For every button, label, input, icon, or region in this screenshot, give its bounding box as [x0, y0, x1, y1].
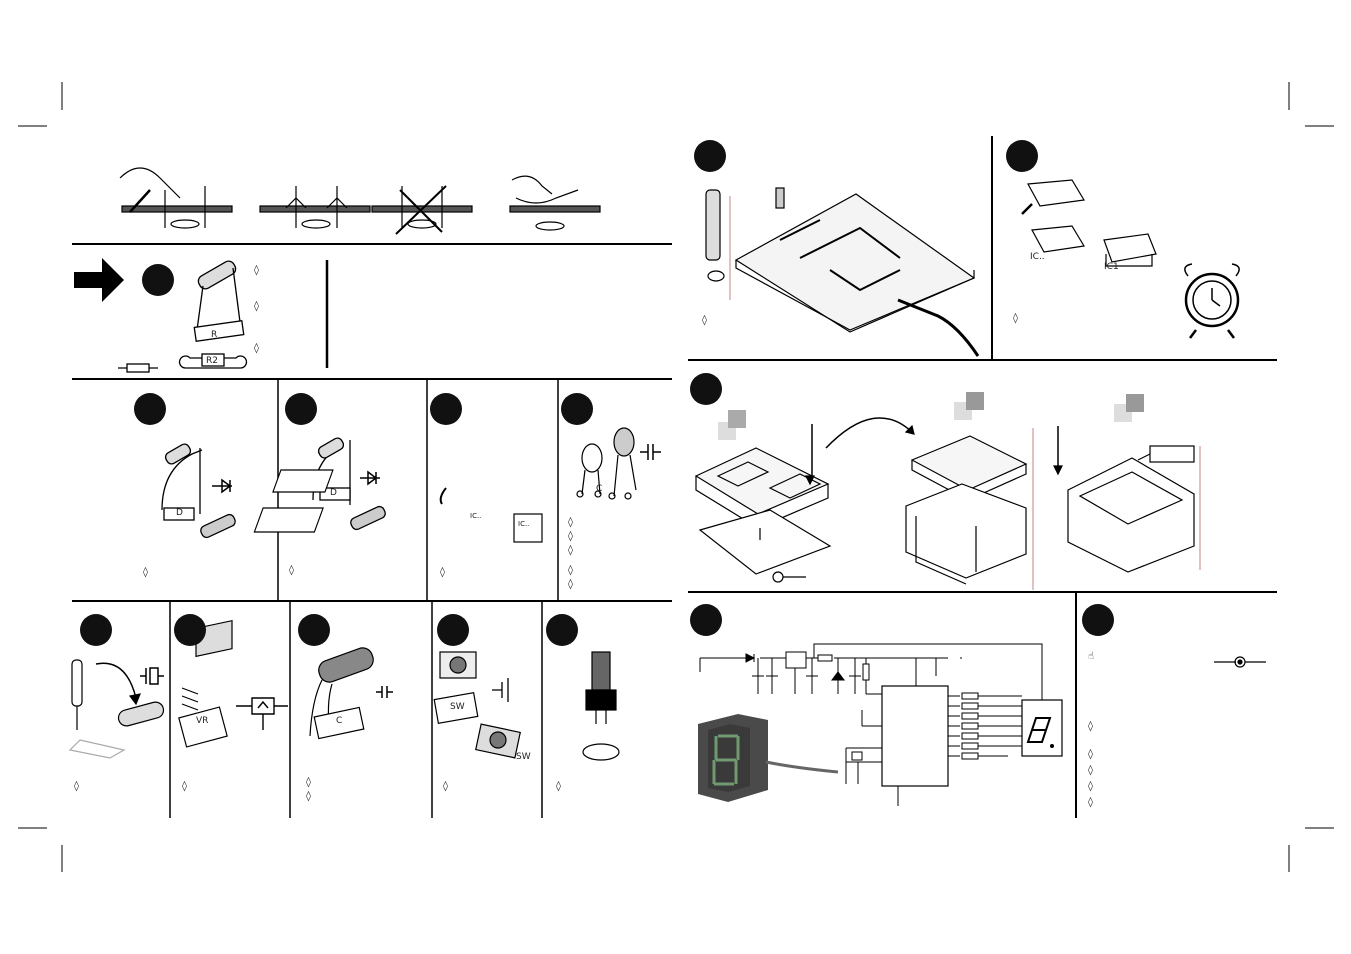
step-badge [437, 614, 469, 646]
bullet: ◊ [1088, 721, 1093, 732]
hand-icon: ☝ [1088, 651, 1095, 662]
step-badge [430, 393, 462, 425]
bullet: ◊ [306, 777, 311, 788]
crop-marks [18, 82, 1334, 872]
schematic-diagram [699, 643, 1063, 806]
bullet: ◊ [568, 565, 573, 576]
ceramic-cap-illustration [576, 427, 661, 500]
diode-pad-label: D [176, 508, 183, 518]
step-badge [1082, 604, 1114, 636]
bullet: ◊ [440, 567, 445, 578]
ic-pcb-print: IC.. [1030, 252, 1045, 262]
cap-pad-label: C [596, 484, 603, 494]
diode-illustrations [161, 437, 386, 539]
ic-socket-print: IC.. [470, 512, 482, 520]
ic-symbol-text: IC.. [518, 520, 530, 528]
bullet: ◊ [254, 265, 259, 276]
step-badge [690, 373, 722, 405]
regulator-illustration [178, 619, 288, 748]
bullet: ◊ [306, 791, 311, 802]
step-badge [134, 393, 166, 425]
bullet: ◊ [568, 545, 573, 556]
solder-illustrations [119, 167, 601, 235]
step-badge [690, 604, 722, 636]
bullet: ◊ [702, 315, 707, 326]
display-photo [698, 714, 839, 802]
step-badge [80, 614, 112, 646]
bullet: ◊ [568, 579, 573, 590]
bullet: ◊ [568, 531, 573, 542]
pcb-illustration [705, 187, 980, 357]
bullet: ◊ [1088, 749, 1093, 760]
bullet: ◊ [1088, 797, 1093, 808]
resistor-pad-label: R [211, 330, 218, 340]
bullet: ◊ [1013, 313, 1018, 324]
bullet: ◊ [556, 781, 561, 792]
bullet: ◊ [254, 301, 259, 312]
jack-symbol [1214, 656, 1266, 668]
switch-illustration [433, 651, 521, 759]
bullet: ◊ [254, 343, 259, 354]
bullet: ◊ [74, 781, 79, 792]
switch-pad-label: SW [450, 702, 465, 712]
step-badge [285, 393, 317, 425]
bullet: ◊ [1088, 765, 1093, 776]
bullet: ◊ [143, 567, 148, 578]
ic-socket-illustration [253, 469, 543, 543]
placement-markers [718, 392, 1144, 440]
resistor-illustration [118, 260, 248, 373]
bullet: ◊ [443, 781, 448, 792]
step-badge [174, 614, 206, 646]
step-badge [298, 614, 330, 646]
clock-icon [1184, 263, 1240, 339]
step-badge [1006, 140, 1038, 172]
arrow-icon [74, 258, 124, 302]
electrolytic-pad-label: C [336, 716, 343, 726]
regulator-pad-label: VR [196, 716, 209, 726]
jack-illustration [582, 651, 620, 761]
ic-pcb-print-2: IC1 [1104, 262, 1119, 272]
bullet: ◊ [289, 565, 294, 576]
section-dividers [72, 136, 1277, 818]
crystal-illustration [68, 659, 165, 759]
step-badge [561, 393, 593, 425]
resistor-pad-print: R2 [206, 356, 218, 366]
switch-pad-label-2: SW [516, 752, 531, 762]
ic-insert-illustration [1021, 179, 1157, 267]
bullet: ◊ [1088, 781, 1093, 792]
step-badge [694, 140, 726, 172]
electrolytic-cap-illustration [309, 647, 393, 740]
step-badge [142, 264, 174, 296]
diode-pad-label-2: D [330, 488, 337, 498]
bullet: ◊ [568, 517, 573, 528]
bullet: ◊ [182, 781, 187, 792]
step-badge [546, 614, 578, 646]
display-assembly-illustration [694, 196, 1201, 590]
